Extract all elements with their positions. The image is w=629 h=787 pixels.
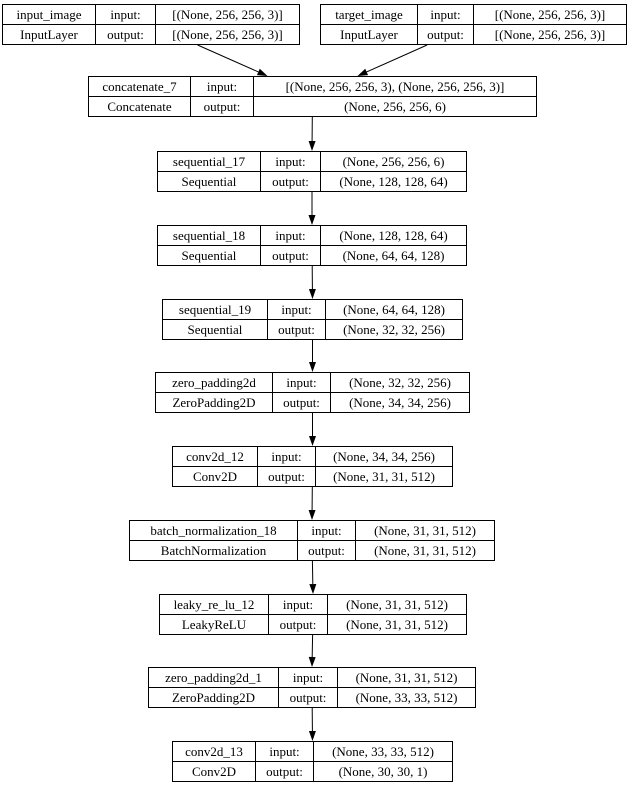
layer-class: Sequential [157, 171, 261, 192]
layer-class: ZeroPadding2D [148, 687, 279, 708]
edge-arrowhead [309, 362, 316, 372]
layer-name: input_image [2, 4, 96, 25]
output-shape: (None, 30, 30, 1) [313, 761, 453, 782]
edge-arrowhead [308, 509, 316, 520]
layer-name: batch_normalization_18 [129, 520, 298, 541]
input-shape: (None, 31, 31, 512) [355, 520, 495, 541]
input-label: input: [272, 372, 331, 393]
edge-arrowhead [308, 140, 316, 151]
layer-name: sequential_17 [157, 151, 261, 172]
input-label: input: [190, 76, 254, 97]
output-label: output: [268, 614, 328, 635]
output-label: output: [260, 245, 321, 266]
output-shape: (None, 33, 33, 512) [337, 687, 476, 708]
input-label: input: [278, 667, 338, 688]
layer-name: target_image [320, 4, 418, 25]
layer-class: Conv2D [172, 761, 256, 782]
output-shape: (None, 64, 64, 128) [320, 245, 467, 266]
input-label: input: [417, 4, 474, 25]
edge-arrowhead [357, 68, 369, 76]
input-shape: (None, 31, 31, 512) [337, 667, 476, 688]
output-label: output: [267, 319, 326, 340]
output-shape: (None, 31, 31, 512) [355, 540, 495, 561]
input-label: input: [297, 520, 356, 541]
edge-arrowhead [308, 215, 316, 225]
input-label: input: [260, 151, 321, 172]
input-shape: [(None, 256, 256, 3)] [473, 4, 627, 25]
input-shape: [(None, 256, 256, 3), (None, 256, 256, 3… [253, 76, 537, 97]
layer-name: conv2d_13 [172, 741, 256, 762]
layer-class: InputLayer [2, 24, 96, 45]
edge-arrowhead [309, 436, 316, 446]
output-shape: (None, 128, 128, 64) [320, 171, 467, 192]
layer-name: sequential_19 [162, 299, 268, 320]
input-shape: (None, 33, 33, 512) [313, 741, 453, 762]
output-label: output: [190, 96, 254, 117]
layer-class: InputLayer [320, 24, 418, 45]
layer-name: leaky_re_lu_12 [159, 594, 269, 615]
output-shape: (None, 256, 256, 6) [253, 96, 537, 117]
input-label: input: [260, 225, 321, 246]
layer-class: Conv2D [172, 466, 258, 487]
layer-name: zero_padding2d_1 [148, 667, 279, 688]
layer-class: ZeroPadding2D [155, 392, 273, 413]
input-shape: (None, 32, 32, 256) [330, 372, 470, 393]
edge-arrowhead [308, 288, 316, 299]
input-shape: (None, 64, 64, 128) [325, 299, 463, 320]
output-shape: (None, 32, 32, 256) [325, 319, 463, 340]
input-label: input: [255, 741, 314, 762]
layer-class: Sequential [157, 245, 261, 266]
input-shape: (None, 34, 34, 256) [315, 446, 453, 467]
output-shape: (None, 34, 34, 256) [330, 392, 470, 413]
input-label: input: [267, 299, 326, 320]
output-label: output: [95, 24, 156, 45]
edge-arrowhead [308, 656, 316, 667]
input-shape: (None, 128, 128, 64) [320, 225, 467, 246]
input-shape: [(None, 256, 256, 3)] [155, 4, 300, 25]
output-label: output: [257, 466, 316, 487]
output-shape: (None, 31, 31, 512) [327, 614, 467, 635]
input-shape: (None, 256, 256, 6) [320, 151, 467, 172]
output-label: output: [255, 761, 314, 782]
edge-line [197, 44, 259, 73]
input-label: input: [257, 446, 316, 467]
layer-class: BatchNormalization [129, 540, 298, 561]
edge-line [366, 44, 428, 73]
layer-name: zero_padding2d [155, 372, 273, 393]
output-label: output: [278, 687, 338, 708]
output-label: output: [297, 540, 356, 561]
layer-class: Concatenate [88, 96, 191, 117]
edge-arrowhead [309, 583, 317, 594]
output-shape: [(None, 256, 256, 3)] [155, 24, 300, 45]
output-label: output: [417, 24, 474, 45]
layer-class: LeakyReLU [159, 614, 269, 635]
output-label: output: [260, 171, 321, 192]
layer-name: concatenate_7 [88, 76, 191, 97]
layer-name: conv2d_12 [172, 446, 258, 467]
input-label: input: [95, 4, 156, 25]
layer-name: sequential_18 [157, 225, 261, 246]
output-shape: (None, 31, 31, 512) [315, 466, 453, 487]
output-shape: [(None, 256, 256, 3)] [473, 24, 627, 45]
input-label: input: [268, 594, 328, 615]
edge-arrowhead [256, 68, 268, 76]
output-label: output: [272, 392, 331, 413]
edge-arrowhead [308, 730, 316, 741]
input-shape: (None, 31, 31, 512) [327, 594, 467, 615]
layer-class: Sequential [162, 319, 268, 340]
